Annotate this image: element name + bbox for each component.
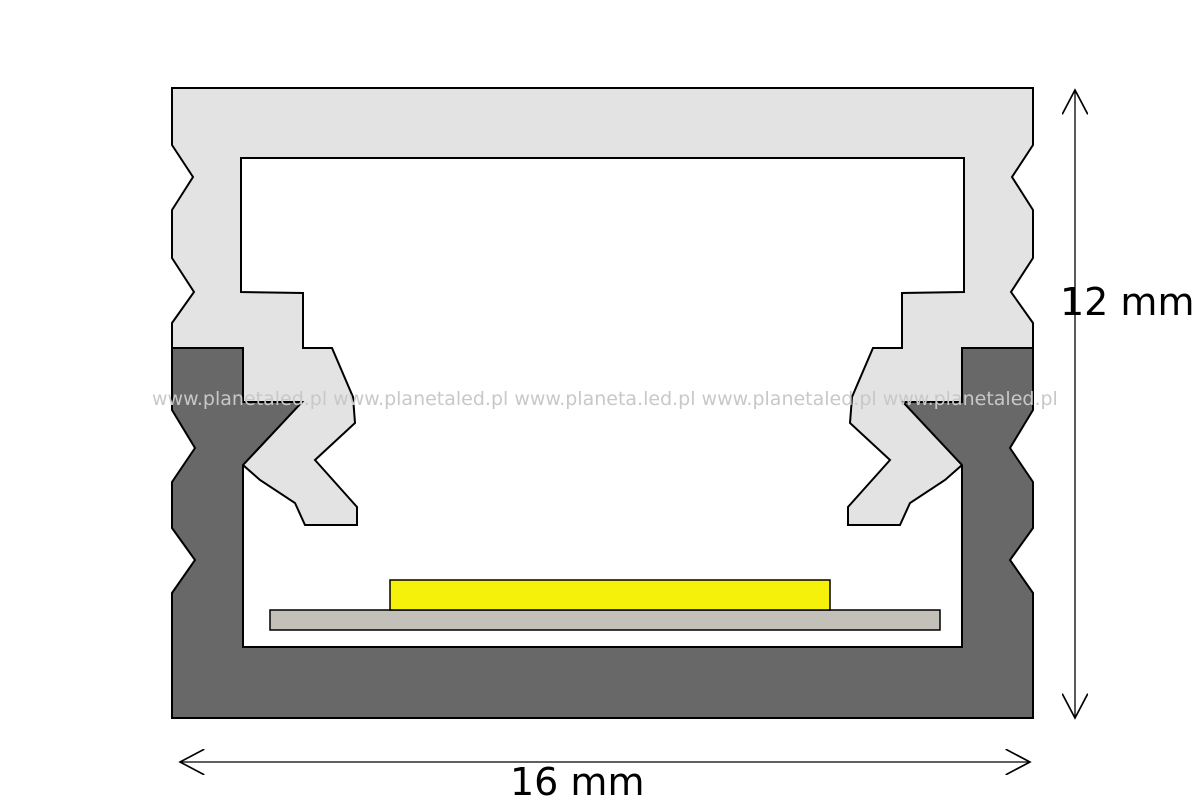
led-chip (389, 579, 831, 611)
height-label: 12 mm (1060, 280, 1195, 324)
diffuser-cover (171, 87, 1034, 526)
width-label: 16 mm (510, 760, 645, 804)
aluminium-profile (171, 347, 1034, 719)
watermark: www.planetaled.pl www.planetaled.pl www.… (152, 388, 1058, 410)
pcb-strip (269, 609, 941, 631)
